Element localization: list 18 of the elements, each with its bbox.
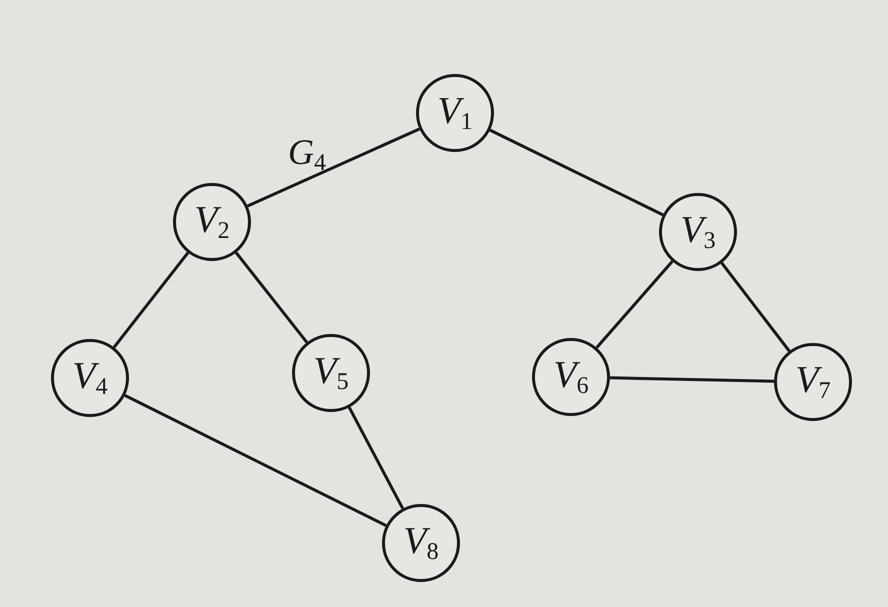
vertex-label: V$_{7}$ bbox=[795, 361, 831, 403]
graph-edge bbox=[596, 260, 674, 349]
vertex-label: V$_{1}$ bbox=[437, 92, 473, 134]
vertex-label: V$_{6}$ bbox=[553, 356, 589, 398]
vertex-label: V$_{3}$ bbox=[680, 211, 716, 253]
graph-edge bbox=[234, 252, 308, 344]
vertex-label: V$_{8}$ bbox=[403, 522, 439, 564]
graph-edge bbox=[246, 128, 420, 208]
graph-edge bbox=[112, 252, 190, 348]
vertex-label: V$_{4}$ bbox=[72, 357, 108, 399]
graph-edge bbox=[489, 128, 664, 216]
graph-name-label: G$_{4}$ bbox=[288, 134, 326, 175]
graph-edge bbox=[720, 262, 790, 352]
graph-edge bbox=[610, 376, 774, 383]
graph-edge bbox=[124, 394, 387, 527]
vertex-label: V$_{2}$ bbox=[194, 201, 230, 243]
vertex-label: V$_{5}$ bbox=[313, 352, 349, 394]
graph-edge bbox=[348, 406, 404, 510]
